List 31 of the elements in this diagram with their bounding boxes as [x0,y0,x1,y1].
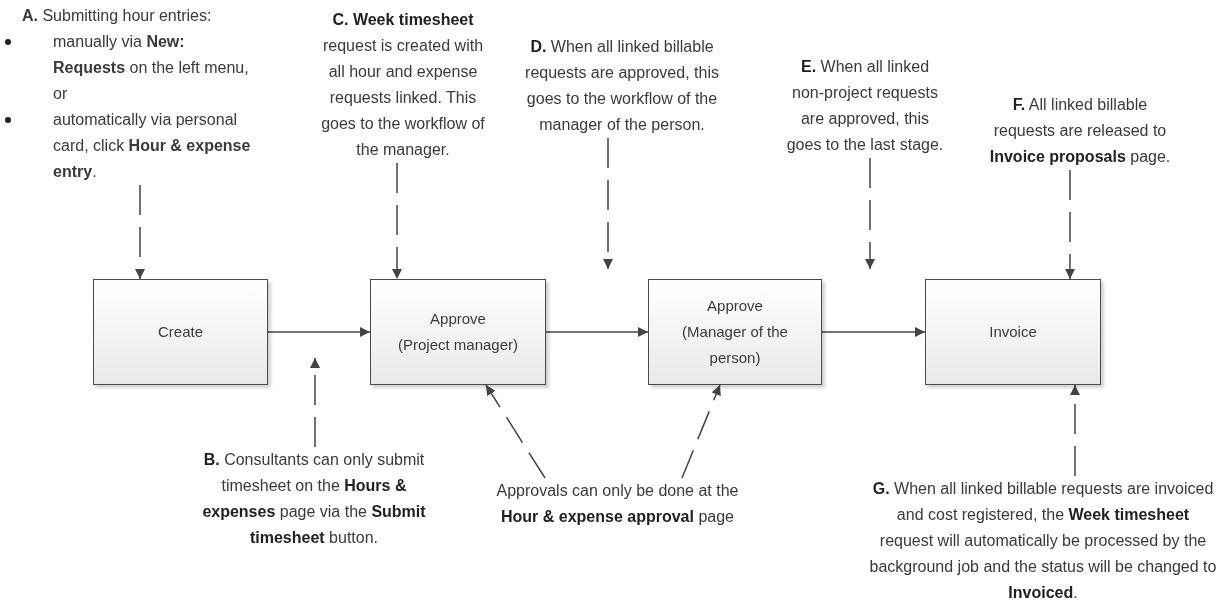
dashed-arrow [603,137,613,270]
box-label: Approve [707,296,763,316]
dashed-arrow [310,357,320,448]
process-box [925,279,1101,385]
annotation-text: F. All linked billable requests are released to Invoice proposals page. [985,92,1175,170]
dashed-arrow [1070,384,1080,477]
bullet-item: automatically via personal card, click Hour & expense entry. [53,110,252,182]
dashed-arrow [392,162,402,280]
dashed-arrow [485,384,546,479]
box-label: (Manager of the person) [681,322,789,368]
box-label: Approve [430,309,486,329]
arrow [821,327,926,337]
annotation-text: D. When all linked billable requests are approved, this goes to the workflow of the manager of the person. [522,34,722,138]
dashed-arrow [865,157,875,270]
annotation-text: G. When all linked billable requests are invoiced and cost registered, the Week timesheet request will automatically be processed by the background job and the status will be changed to Invoiced. [868,476,1218,606]
arrow [545,327,649,337]
box-label: Create [158,322,203,342]
dashed-arrow [681,384,721,479]
annotation-text: B. Consultants can only submit timesheet on the Hours & expenses page via the Submit timesheet button. [198,447,430,551]
note-heading: A. Submitting hour entries: [21,6,213,26]
annotation-text: Approvals can only be done at the Hour & expense approval page [495,478,740,530]
box-label: Invoice [989,322,1037,342]
dashed-arrow [1065,169,1075,280]
arrow [267,327,371,337]
process-box [648,279,822,385]
box-label: (Project manager) [397,335,518,355]
annotation-text: E. When all linked non-project requests are approved, this goes to the last stage. [785,54,945,158]
process-box [370,279,546,385]
dashed-arrow [135,184,145,280]
annotation-text: C. Week timesheet request is created with all hour and expense requests linked. This goes to the workflow of the manager. [318,7,488,163]
process-box [93,279,268,385]
